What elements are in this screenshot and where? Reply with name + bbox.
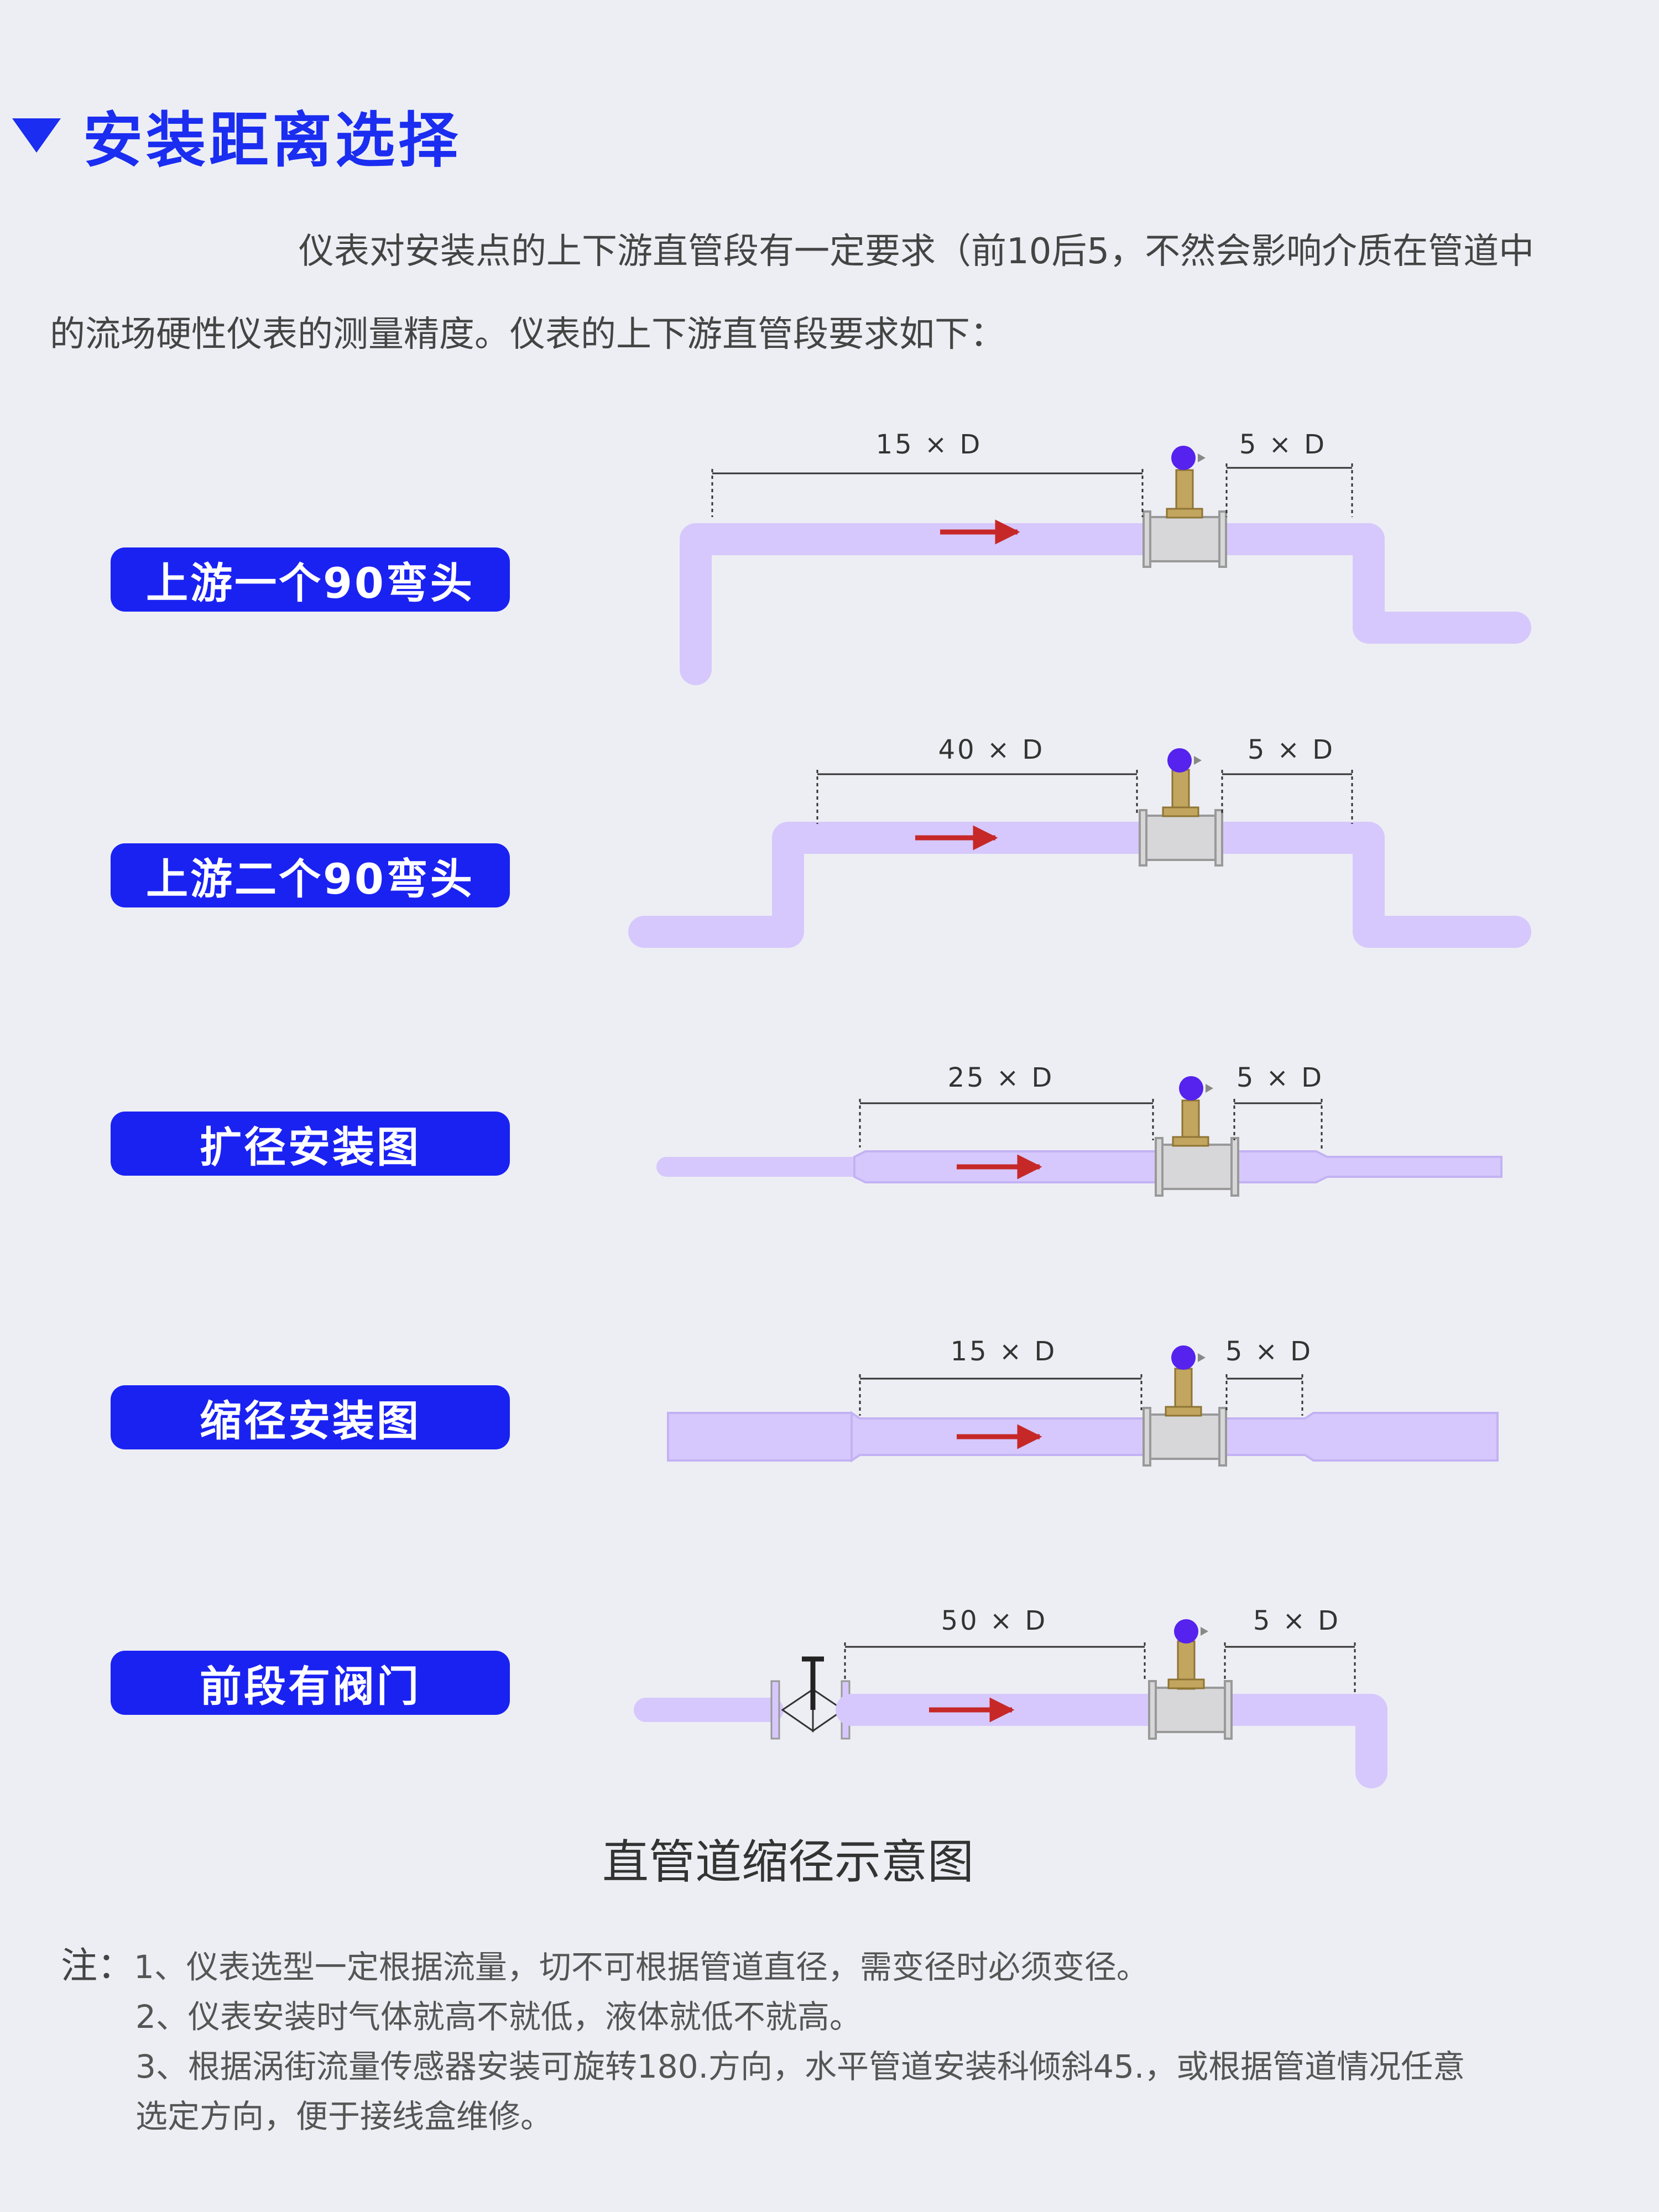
notes-prefix: 注：: [61, 1944, 134, 1987]
install-row-one-elbow: 上游一个90弯头: [0, 0, 1659, 612]
section-title: 安装距离选择: [83, 106, 462, 175]
row1-pipe: [680, 446, 1531, 685]
label-reduction[interactable]: 缩径安装图: [111, 1385, 510, 1449]
collapse-triangle-icon[interactable]: [12, 118, 61, 153]
row2-upstream-label: 40 × D: [938, 734, 1045, 765]
row2-dimensions: 40 × D 5 × D: [816, 734, 1353, 824]
row1-upstream-label: 15 × D: [876, 429, 983, 460]
install-row-reduction: 缩径安装图: [0, 0, 1659, 1449]
note-1: 1、仪表选型一定根据流量，切不可根据管道直径，需变径时必须变径。: [134, 1948, 1149, 1986]
row5-dimensions: 50 × D 5 × D: [844, 1605, 1356, 1692]
diagram-caption: 直管道缩径示意图: [602, 1835, 974, 1889]
note-3-cont: 选定方向，便于接线盒维修。: [135, 2098, 553, 2135]
label-expansion[interactable]: 扩径安装图: [111, 1112, 510, 1176]
row5-downstream-label: 5 × D: [1253, 1605, 1340, 1636]
row4-pipe: [667, 1345, 1499, 1467]
row1-dimensions: 15 × D 5 × D: [711, 429, 1353, 517]
install-row-two-elbows: 上游二个90弯头: [0, 0, 1659, 907]
row2-pipe: [628, 748, 1531, 948]
label-two-elbows[interactable]: 上游二个90弯头: [111, 843, 510, 907]
row4-downstream-label: 5 × D: [1225, 1336, 1313, 1367]
row3-pipe: [656, 1076, 1503, 1197]
install-row-expansion: 扩径安装图: [0, 0, 1659, 1176]
row3-downstream-label: 5 × D: [1237, 1062, 1324, 1093]
row3-upstream-label: 25 × D: [948, 1062, 1055, 1093]
row5-upstream-label: 50 × D: [941, 1605, 1048, 1636]
row4-upstream-label: 15 × D: [951, 1336, 1057, 1367]
row2-downstream-label: 5 × D: [1248, 734, 1335, 765]
section-header: 安装距离选择: [12, 94, 461, 177]
label-one-elbow[interactable]: 上游一个90弯头: [111, 547, 510, 612]
note-2: 2、仪表安装时气体就高不就低，液体就低不就高。: [135, 1998, 862, 2036]
note-3: 3、根据涡街流量传感器安装可旋转180.方向，水平管道安装科倾斜45.，或根据管…: [135, 2048, 1465, 2085]
notes-block: 注：1、仪表选型一定根据流量，切不可根据管道直径，需变径时必须变径。 2、仪表安…: [61, 1941, 1554, 2141]
row3-dimensions: 25 × D 5 × D: [859, 1062, 1324, 1150]
row4-dimensions: 15 × D 5 × D: [859, 1336, 1313, 1416]
row5-pipe: [634, 1619, 1387, 1788]
intro-paragraph: 仪表对安装点的上下游直管段有一定要求（前10后5，不然会影响介质在管道中的流场硬…: [50, 231, 1535, 355]
label-valve[interactable]: 前段有阀门: [111, 1651, 510, 1715]
row1-downstream-label: 5 × D: [1239, 429, 1327, 460]
install-row-valve: 前段有阀门: [0, 0, 1659, 1715]
